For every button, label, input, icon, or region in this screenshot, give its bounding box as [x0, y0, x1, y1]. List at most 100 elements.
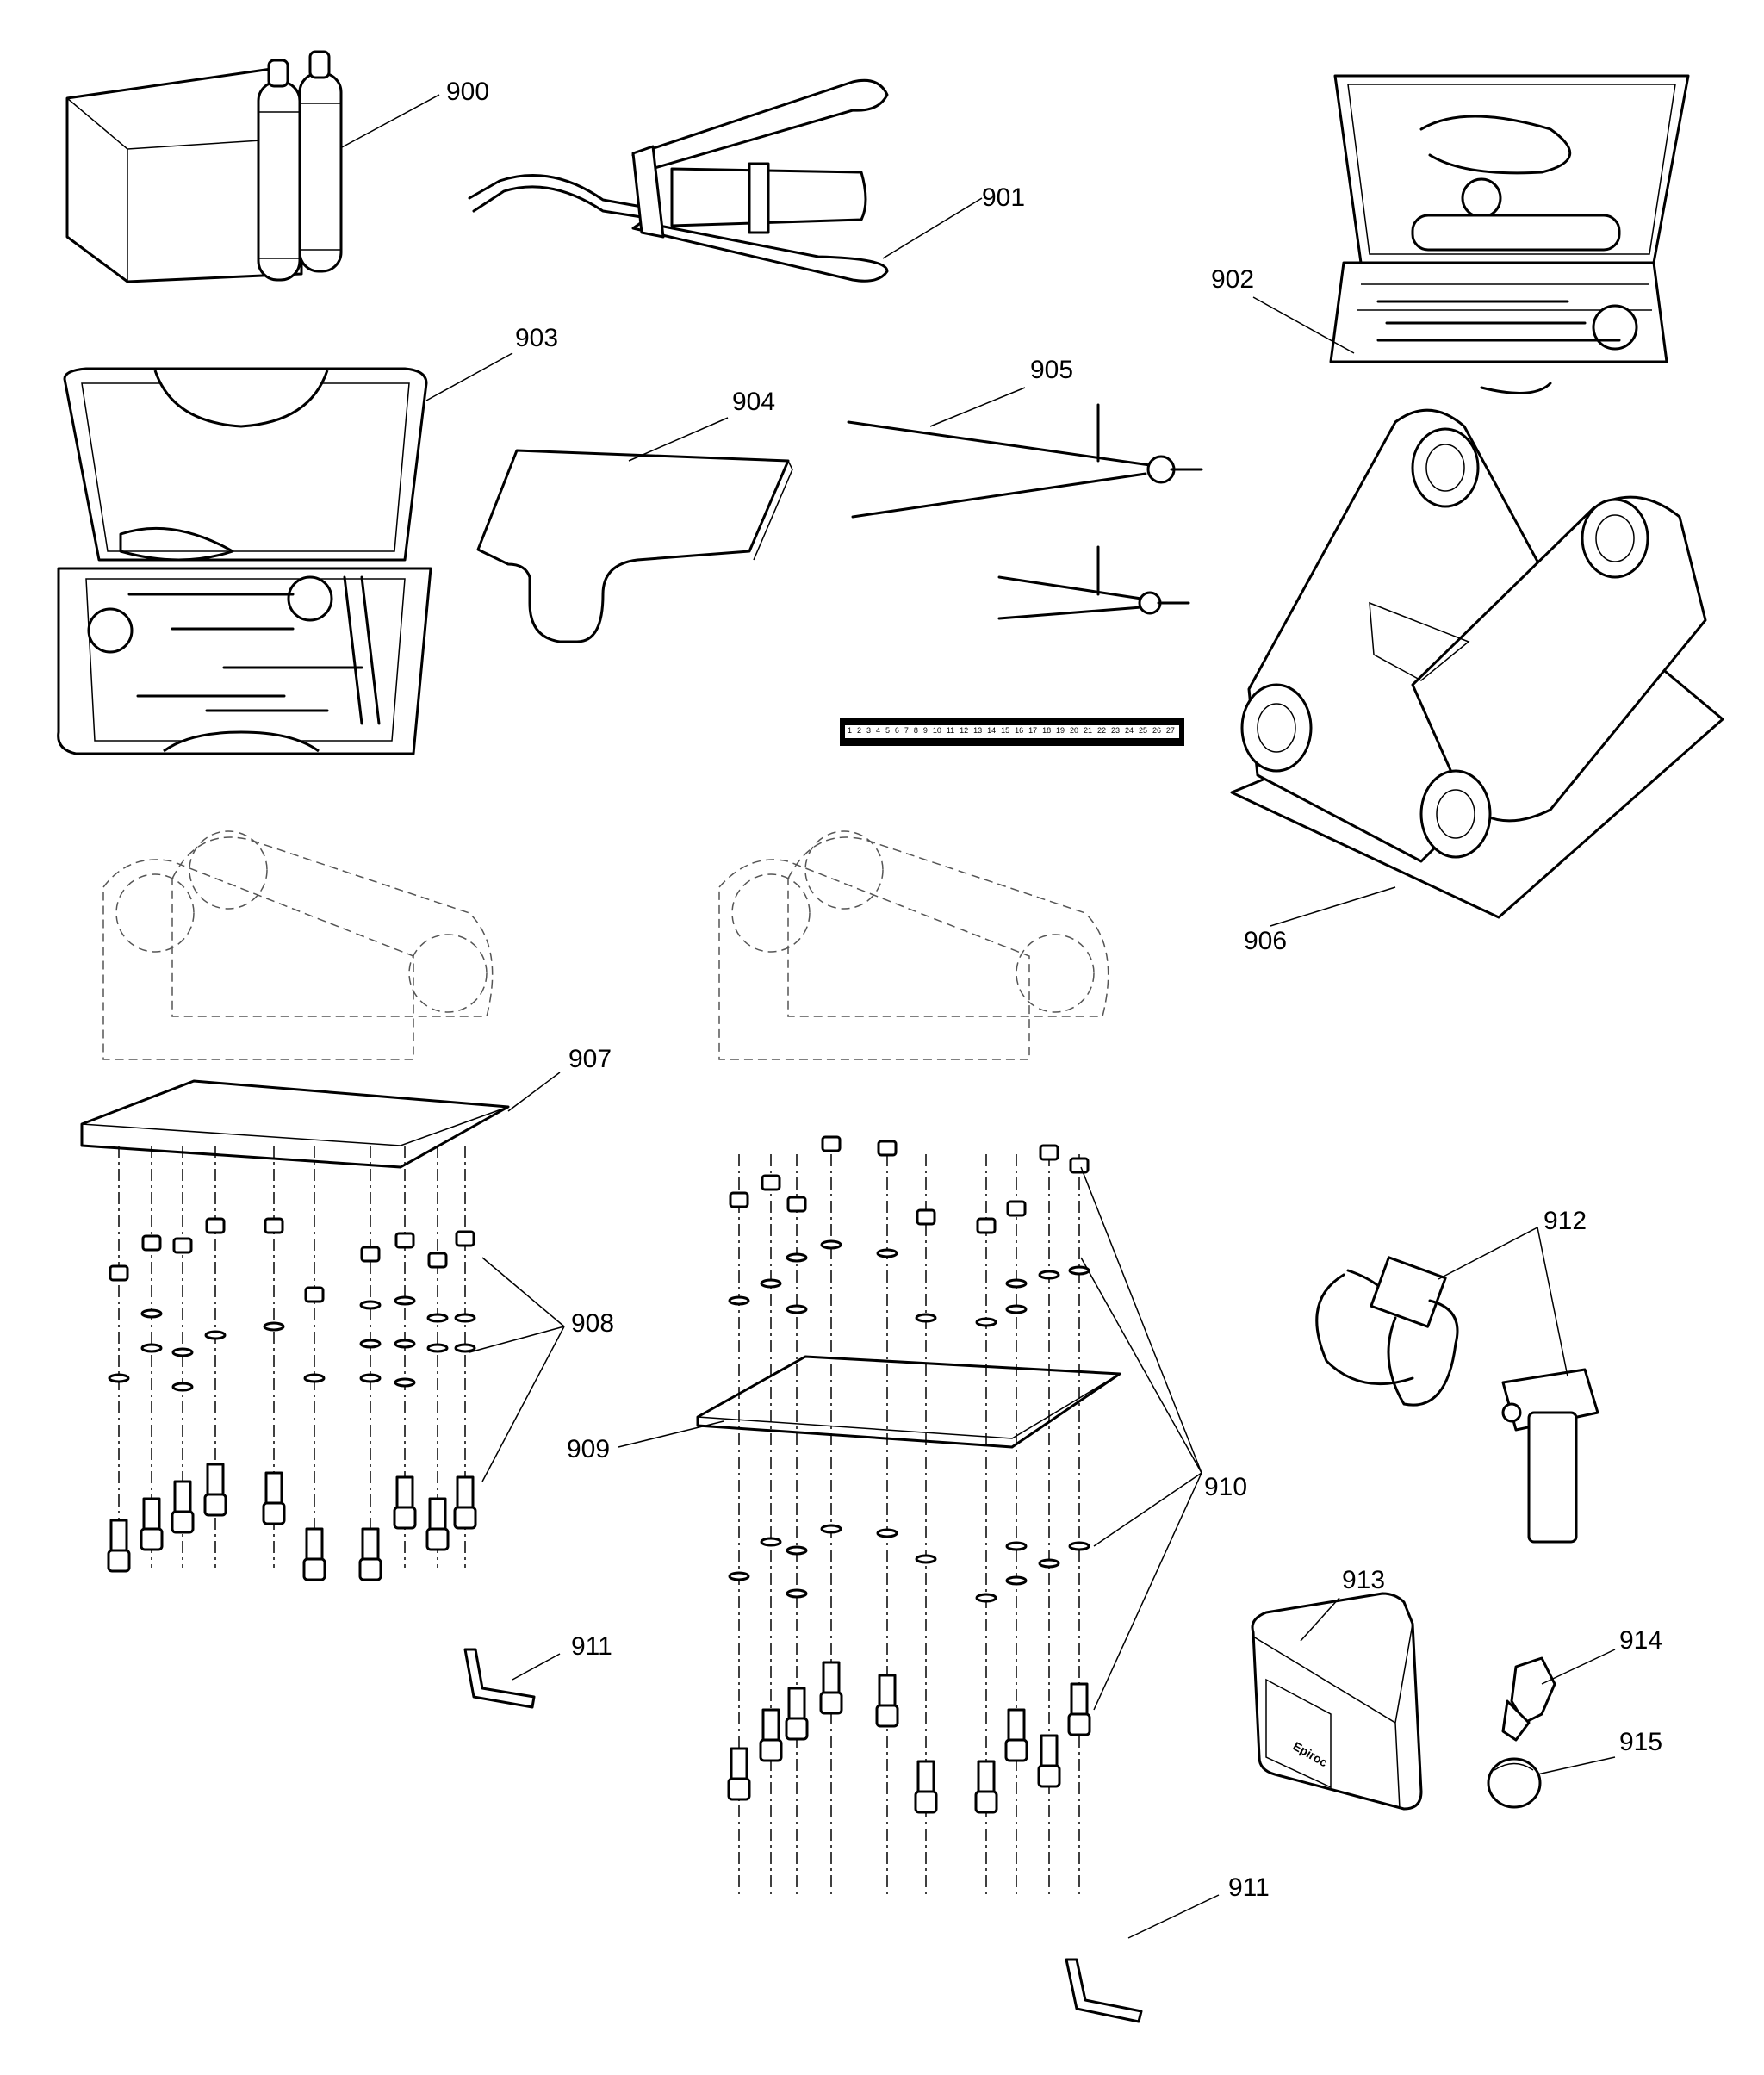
washer	[426, 1313, 449, 1323]
bolt-head	[1004, 1738, 1028, 1762]
washer	[454, 1343, 476, 1353]
bolt-shank	[761, 1708, 780, 1744]
nut	[916, 1208, 936, 1226]
ruler-tick-label: 27	[1165, 726, 1175, 735]
bolt-head	[785, 1717, 809, 1741]
part-911-hex-key-b	[1065, 1958, 1143, 2023]
bolt-head	[875, 1704, 899, 1728]
nut	[264, 1217, 284, 1234]
washer	[975, 1317, 997, 1327]
bolt-shank	[206, 1463, 225, 1499]
callout-910: 910	[1204, 1473, 1248, 1501]
bolt-head	[140, 1527, 164, 1551]
ruler-tick-label: 9	[922, 726, 928, 735]
bolt-shank	[173, 1480, 192, 1516]
nut	[1039, 1144, 1059, 1161]
nut	[729, 1191, 749, 1208]
washer	[1005, 1541, 1028, 1551]
part-912-sensor	[1315, 1256, 1599, 1544]
bolt-shank	[977, 1760, 996, 1796]
washer	[454, 1313, 476, 1323]
ruler-tick-label: 6	[894, 726, 899, 735]
ruler-tick-label: 19	[1056, 726, 1065, 735]
part-906-adapter-bracket	[1230, 408, 1724, 919]
bolt-shank	[428, 1497, 447, 1533]
bolt-head	[358, 1557, 382, 1581]
nut	[205, 1217, 226, 1234]
washer	[786, 1588, 808, 1599]
callout-906: 906	[1244, 927, 1288, 955]
ruler-tick-label: 24	[1124, 726, 1134, 735]
nut	[976, 1217, 997, 1234]
bolt-shank	[264, 1471, 283, 1507]
nut	[821, 1135, 842, 1152]
bolt-head	[203, 1493, 227, 1517]
callout-913: 913	[1342, 1566, 1386, 1594]
ruler-tick-label: 12	[960, 726, 969, 735]
washer	[1068, 1541, 1090, 1551]
washer	[786, 1545, 808, 1556]
bolt-shank	[730, 1747, 748, 1783]
ruler-tick-label: 2	[856, 726, 861, 735]
washer	[303, 1373, 326, 1383]
callout-915: 915	[1619, 1728, 1663, 1756]
bolt-head	[819, 1691, 843, 1715]
bolt-head	[1037, 1764, 1061, 1788]
nut	[455, 1230, 475, 1247]
callout-900: 900	[446, 78, 490, 106]
ruler-tick-label: 3	[866, 726, 871, 735]
bolt-head	[759, 1738, 783, 1762]
washer	[1005, 1304, 1028, 1314]
washer	[171, 1382, 194, 1392]
bolt-head	[974, 1790, 998, 1814]
callout-911-b: 911	[1228, 1873, 1270, 1902]
part-900-grease-cartridges	[65, 50, 343, 283]
bolt-shank	[787, 1687, 806, 1723]
ruler-tick-label: 20	[1070, 726, 1079, 735]
ruler-tick-label: 25	[1138, 726, 1147, 735]
ruler-tick-label: 26	[1152, 726, 1161, 735]
ruler-tick-label: 21	[1084, 726, 1093, 735]
ruler-tick-label: 11	[946, 726, 955, 735]
ruler-tick-label: 14	[987, 726, 997, 735]
callout-912: 912	[1544, 1207, 1587, 1235]
ruler-tick-label: 17	[1028, 726, 1038, 735]
nut	[1006, 1200, 1027, 1217]
nut	[141, 1234, 162, 1252]
bolt-head	[425, 1527, 450, 1551]
washer	[915, 1554, 937, 1564]
part-908-fasteners	[107, 1146, 477, 1581]
ruler-tick-label: 4	[875, 726, 880, 735]
part-903-pressure-test-case	[57, 367, 432, 755]
washer	[359, 1373, 382, 1383]
bolt-head	[302, 1557, 326, 1581]
nut	[427, 1252, 448, 1269]
bolt-shank	[109, 1519, 128, 1555]
bolt-head	[107, 1549, 131, 1573]
nut	[394, 1232, 415, 1249]
bolt-shank	[822, 1661, 841, 1697]
bolt-shank	[142, 1497, 161, 1533]
bolt-head	[171, 1510, 195, 1534]
part-901-grease-gun	[468, 78, 889, 283]
callout-902: 902	[1211, 265, 1255, 294]
part-914-connector	[1501, 1656, 1556, 1742]
washer	[108, 1373, 130, 1383]
part-904-template-plate	[476, 449, 793, 643]
ruler-tick-label: 16	[1015, 726, 1024, 735]
bolt-shank	[1040, 1734, 1059, 1770]
nut	[1069, 1157, 1090, 1174]
washer	[140, 1308, 163, 1319]
nut	[172, 1237, 193, 1254]
part-910-fasteners	[727, 1135, 1091, 1895]
bolt-head	[393, 1506, 417, 1530]
washer	[359, 1300, 382, 1310]
bolt-shank	[1070, 1682, 1089, 1718]
bolt-head	[262, 1501, 286, 1525]
ruler-tick-label: 7	[904, 726, 909, 735]
washer	[204, 1330, 227, 1340]
leader-lines	[339, 94, 1616, 1939]
callout-903: 903	[515, 324, 559, 352]
washer	[394, 1295, 416, 1306]
ruler-tick-label: 13	[973, 726, 983, 735]
